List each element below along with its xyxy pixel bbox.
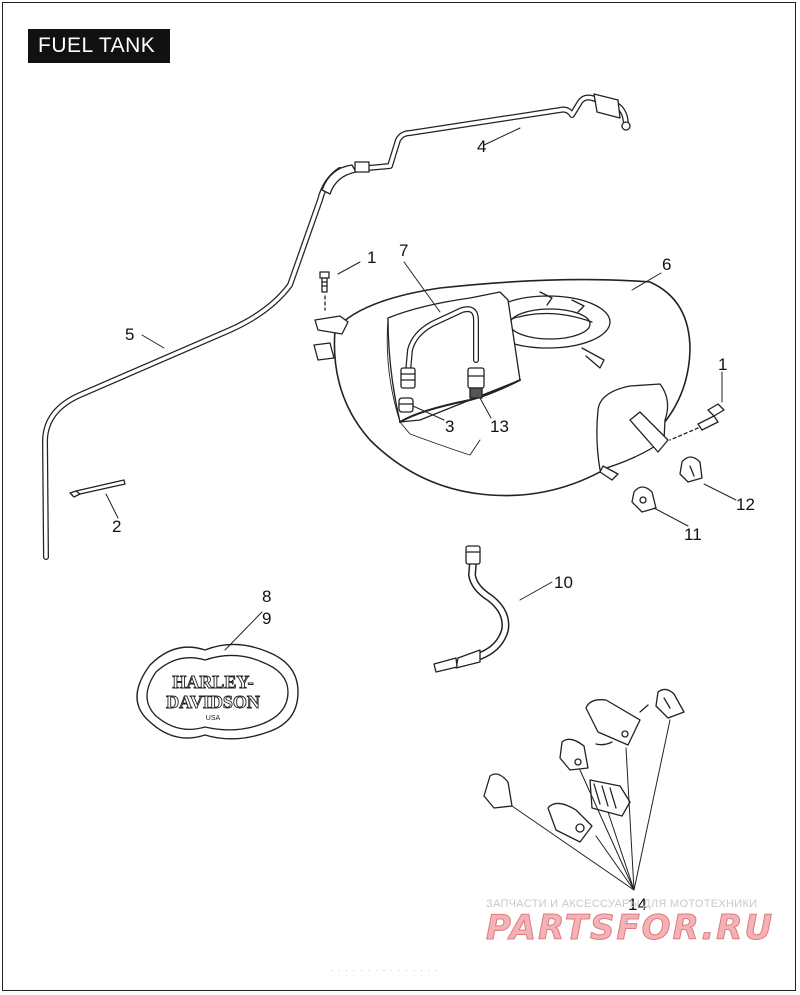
part-cotter-pin [69, 479, 126, 498]
part-vent-line [354, 93, 631, 173]
medallion-line3: USA [206, 715, 221, 722]
callout-11: 11 [684, 525, 702, 544]
callout-12: 12 [736, 495, 755, 514]
callout-13: 13 [490, 417, 509, 436]
medallion-line2: DAVIDSON [166, 692, 260, 712]
part-fuel-tank [313, 278, 691, 497]
callout-1-right: 1 [718, 355, 727, 374]
callout-6: 6 [662, 255, 671, 274]
part-screw-left [319, 271, 330, 311]
callout-4: 4 [477, 137, 486, 156]
callout-3: 3 [445, 417, 454, 436]
page-footnote: · · · · · · · · · · · · · · · [330, 965, 439, 975]
leader-lines [105, 127, 737, 891]
part-nut-12 [679, 456, 703, 483]
callout-5: 5 [125, 325, 134, 344]
part-tank-medallion [136, 643, 299, 740]
part-seal [398, 397, 414, 413]
watermark-tagline: ЗАПЧАСТИ И АКСЕССУАРЫ ДЛЯ МОТОТЕХНИКИ [486, 898, 758, 910]
callout-7: 7 [399, 241, 408, 260]
part-nut-11 [631, 486, 657, 513]
medallion-line1: HARLEY- [172, 672, 253, 692]
part-screw-right [669, 403, 725, 441]
part-fitting [467, 367, 485, 399]
part-mounting-kit [483, 688, 685, 843]
callout-10: 10 [554, 573, 573, 592]
callout-1-left: 1 [367, 248, 376, 267]
watermark: ЗАПЧАСТИ И АКСЕССУАРЫ ДЛЯ МОТОТЕХНИКИ PA… [486, 898, 786, 949]
callout-14: 14 [628, 895, 647, 914]
callout-8: 8 [262, 587, 271, 606]
diagram-title: FUEL TANK [28, 29, 170, 63]
callout-2: 2 [112, 517, 121, 536]
part-vent-hose [42, 164, 357, 560]
part-internal-fuel-line [400, 306, 479, 389]
callout-9: 9 [262, 609, 271, 628]
part-fuel-hose [433, 545, 510, 673]
watermark-brand: PARTSFOR.RU [486, 908, 775, 949]
